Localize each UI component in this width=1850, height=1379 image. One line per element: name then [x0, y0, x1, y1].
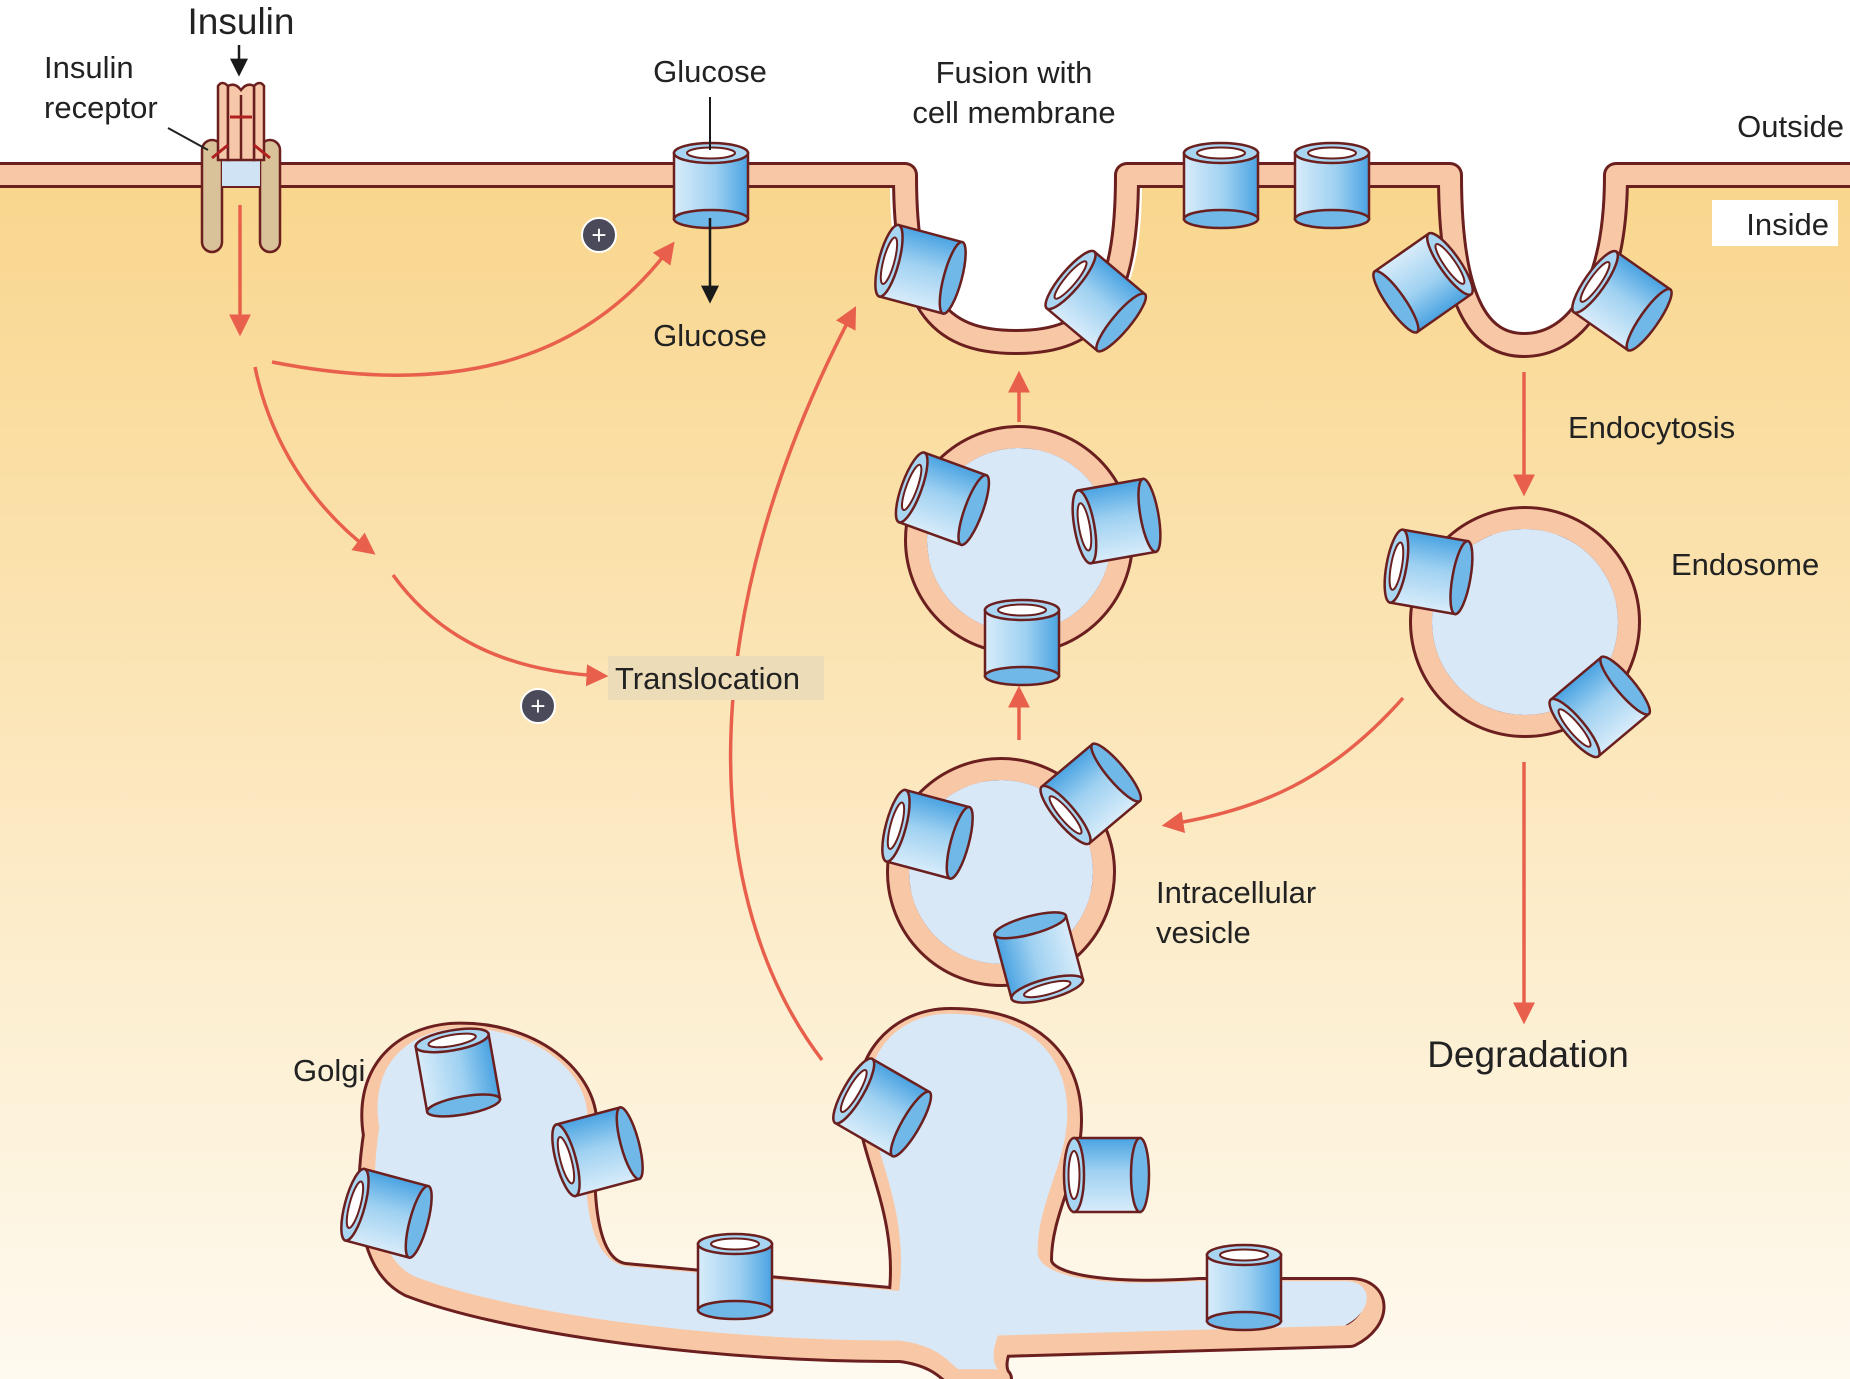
transporter-fused-2 — [1293, 141, 1371, 230]
endosome-recycling-arrow — [1161, 696, 1405, 834]
transporter-golgi-7 — [1205, 1243, 1283, 1332]
insulin-receptor-label-line1: Insulin — [44, 50, 134, 85]
degradation-label: Degradation — [1427, 1034, 1629, 1075]
insulin-receptor-label-line2: receptor — [44, 90, 158, 125]
svg-text:+: + — [591, 220, 606, 250]
transporter-vesicle-upper-3 — [983, 598, 1061, 687]
signal-to-translocation-arrow-b — [391, 573, 609, 687]
inside-label-box — [1712, 200, 1838, 246]
golgi-to-membrane-arrow — [728, 306, 857, 1062]
intracellular-vesicle-label-line1: Intracellular — [1156, 875, 1316, 910]
fusion-label-line1: Fusion with — [936, 55, 1093, 90]
svg-text:+: + — [530, 691, 545, 721]
golgi-label: Golgi — [293, 1053, 365, 1088]
signal-to-transporter-arrow — [271, 241, 675, 377]
transporter-fused-1 — [1182, 141, 1260, 230]
intracellular-vesicle-label-line2: vesicle — [1156, 915, 1251, 950]
transporter-golgi-6 — [1062, 1136, 1151, 1214]
glucose-outside-label: Glucose — [653, 54, 767, 89]
endocytosis-label: Endocytosis — [1568, 410, 1735, 445]
transporter-endosome-1 — [1378, 526, 1478, 617]
insulin-receptor-leader — [167, 127, 209, 151]
endosome-label: Endosome — [1671, 547, 1819, 582]
glucose-inside-label: Glucose — [653, 318, 767, 353]
signal-to-translocation-arrow-a — [253, 366, 376, 555]
outside-label: Outside — [1737, 109, 1844, 144]
insulin-label: Insulin — [188, 1, 295, 42]
translocation-label-box — [608, 656, 824, 700]
transporter-golgi-1 — [412, 1022, 503, 1122]
stimulation-badge-upper: + — [581, 217, 617, 253]
transporter-golgi-4 — [696, 1232, 774, 1321]
inside-label: Inside — [1746, 207, 1829, 242]
stimulation-badge-lower: + — [520, 688, 556, 724]
glucose-transporter-membrane — [672, 141, 750, 230]
translocation-label: Translocation — [615, 661, 800, 696]
fusion-label-line2: cell membrane — [912, 95, 1115, 130]
insulin-receptor — [200, 81, 282, 254]
endosome — [1409, 506, 1641, 738]
transporter-vesicle-upper-2 — [1066, 476, 1166, 567]
